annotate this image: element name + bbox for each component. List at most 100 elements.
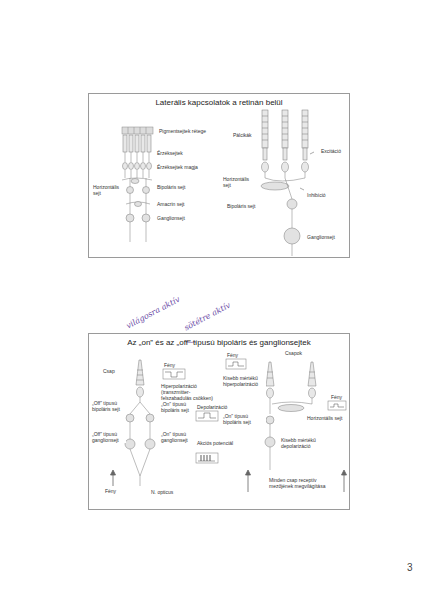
- part-label: Fény: [330, 394, 343, 400]
- cones-pair-part: [267, 372, 315, 378]
- part-label: „Off” típusú bipoláris sejt: [91, 400, 126, 412]
- horizontal-bipolar-part: [266, 416, 274, 424]
- slide-title: Laterális kapcsolatok a retinán belül: [93, 98, 345, 108]
- receptor-cells-part: [141, 135, 145, 152]
- signal-traces-part: [165, 372, 183, 377]
- inner-cells-part: [142, 214, 150, 222]
- rod-inner-cells-part: [300, 152, 314, 190]
- pigment-layer-part: [140, 127, 141, 134]
- signal-traces-part: [196, 453, 218, 463]
- light-arrows-part: [248, 474, 344, 492]
- part-label: Horizontális sejt: [222, 176, 256, 188]
- bipolar-ganglion-cells-part: [125, 439, 135, 449]
- cones-pair-part: [267, 388, 274, 398]
- part-label: Fény: [226, 352, 239, 358]
- horizontal-bipolar-part: [265, 437, 275, 447]
- rod-inner-cells: [261, 152, 314, 256]
- part-label: Pálcikák: [232, 132, 253, 138]
- rod-inner-cells-part: [292, 209, 293, 228]
- bipolar-ganglion-cells-part: [130, 449, 150, 486]
- light-arrows-part: [246, 470, 251, 475]
- rod-inner-cells-part: [284, 228, 300, 244]
- inner-cells-part: [135, 202, 142, 207]
- receptor-cells-part: [129, 135, 133, 152]
- part-label: Amacrin sejt: [156, 201, 186, 207]
- rod-cells-part: [302, 110, 308, 148]
- part-label: Pigmentsejtek rétege: [158, 128, 207, 134]
- light-arrow: [111, 470, 116, 486]
- part-label: Horizontális sejt: [306, 415, 343, 421]
- receptor-cells-part: [135, 135, 139, 152]
- light-arrow-part: [113, 474, 114, 486]
- part-label: Bipoláris sejt: [156, 184, 186, 190]
- rod-cells-part: [262, 110, 268, 148]
- signal-traces-part: [198, 455, 215, 461]
- inner-cells-part: [131, 179, 139, 184]
- page-number: 3: [406, 562, 414, 574]
- part-label: Kisebb mértékű hiperpolarizáció: [222, 375, 266, 387]
- rod-inner-cells-part: [285, 178, 292, 199]
- inner-cells: [122, 178, 152, 242]
- part-label: Érzéksejtek magja: [156, 164, 199, 170]
- part-label: „On” típusú bipoláris sejt: [222, 413, 266, 425]
- horizontal-bipolar-part: [272, 402, 312, 404]
- part-label: „Off” típusú ganglionsejt: [91, 431, 126, 443]
- cones-pair: [266, 362, 316, 414]
- receptor-cells-part: [135, 163, 140, 170]
- signal-traces-part: [163, 369, 185, 379]
- part-label: Excitáció: [320, 148, 342, 154]
- part-label: Horizontális sejt: [92, 184, 122, 196]
- handwritten-note: sötétre aktív: [182, 300, 233, 333]
- part-label: Fény: [163, 362, 176, 368]
- horizontal-bipolar-part: [270, 447, 271, 470]
- bipolar-ganglion-cells-part: [130, 422, 150, 439]
- cones-pair-part: [308, 362, 316, 386]
- rod-cells-part: [282, 110, 288, 148]
- inner-cells-part: [130, 222, 146, 242]
- bipolar-ganglion-cells-part: [145, 439, 155, 449]
- part-label: Inhibíció: [306, 192, 327, 198]
- part-label: Depolarizáció: [196, 404, 228, 410]
- part-label: Bipoláris sejt: [226, 203, 256, 209]
- cone-cell: [130, 360, 150, 414]
- part-label: „On” típusú ganglionsejt: [160, 431, 195, 443]
- part-label: Csapok: [284, 350, 303, 356]
- receptor-cells: [123, 135, 152, 178]
- cone-cell-part: [137, 370, 144, 380]
- part-label: Csap: [102, 368, 116, 374]
- pigment-layer-part: [146, 127, 147, 134]
- rod-cells-part: [283, 148, 287, 160]
- part-label: Kisebb mértékű depolarizáció: [280, 437, 334, 449]
- signal-traces-part: [330, 404, 344, 407]
- horizontal-bipolar-part: [278, 405, 304, 412]
- slide-title: Az „on” és az „off” típusú bipoláris és …: [93, 338, 345, 348]
- part-label: Akciós potenciál: [196, 440, 234, 446]
- rod-cells-part: [302, 162, 309, 172]
- rod-cells: [262, 110, 309, 178]
- rod-inner-cells-part: [292, 244, 293, 256]
- pigment-layer-part: [134, 127, 135, 134]
- light-arrows-part: [342, 470, 347, 475]
- light-arrow-part: [111, 470, 116, 475]
- light-arrows: [246, 470, 347, 492]
- rod-inner-cells-part: [261, 182, 289, 190]
- pigment-layer-part: [128, 127, 129, 134]
- bipolar-ganglion-cells-part: [146, 414, 154, 422]
- receptor-cells-part: [147, 163, 152, 170]
- bipolar-ganglion-cells: [125, 414, 155, 486]
- cones-pair-part: [309, 388, 316, 398]
- rod-cells-part: [265, 172, 305, 178]
- inner-cells-part: [127, 187, 134, 194]
- part-label: Minden csap receptív mezőjének megvilágí…: [268, 477, 342, 489]
- receptor-cells-part: [125, 170, 149, 178]
- pigment-layer-part: [122, 127, 153, 134]
- cone-cell-part: [136, 360, 144, 385]
- part-label: „On” típusú bipoláris sejt: [160, 401, 195, 413]
- part-label: Fény: [104, 488, 117, 494]
- cones-pair-part: [270, 398, 312, 414]
- part-label: Ganglionsejt: [156, 215, 186, 221]
- receptor-cells-part: [123, 135, 127, 152]
- part-label: Érzéksejtek: [156, 150, 184, 156]
